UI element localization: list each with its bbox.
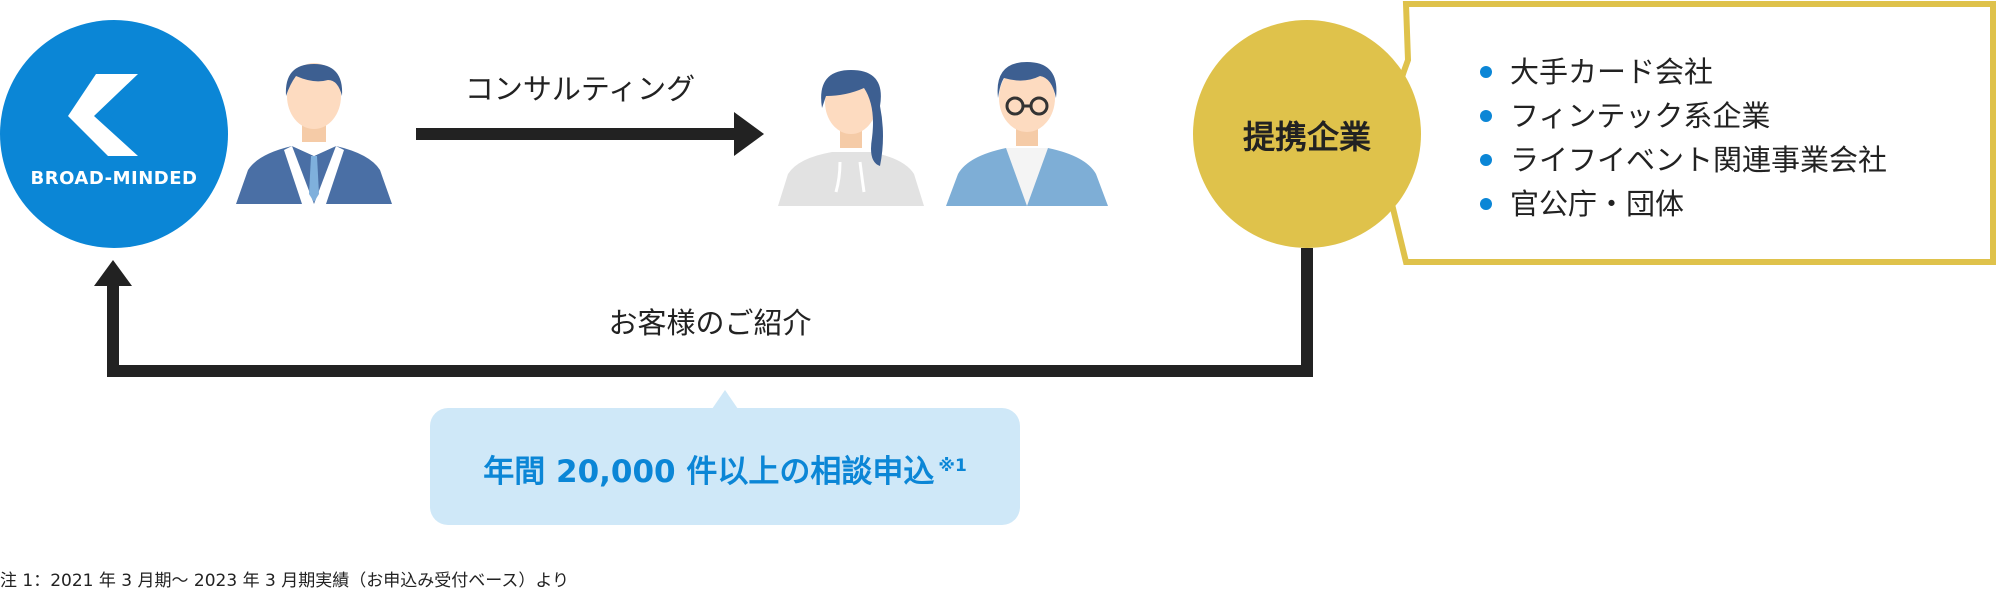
customer-woman-icon [776, 66, 926, 206]
list-item: 大手カード会社 [1478, 50, 1887, 94]
highlight-note: ※1 [938, 456, 966, 476]
bullet-icon [1480, 66, 1492, 78]
list-item: 官公庁・団体 [1478, 182, 1887, 226]
logo-text: BROAD-MINDED [0, 168, 228, 189]
highlight-text: 年間 20,000 件以上の相談申込※1 [430, 446, 1020, 491]
referral-label: お客様のご紹介 [560, 300, 860, 342]
list-item: フィンテック系企業 [1478, 94, 1887, 138]
partner-label: 提携企業 [1193, 112, 1421, 158]
bubble-tail [712, 390, 738, 409]
broad-minded-logo-icon [66, 72, 146, 156]
bullet-icon [1480, 110, 1492, 122]
consulting-label: コンサルティング [440, 66, 720, 108]
list-item: ライフイベント関連事業会社 [1478, 138, 1887, 182]
advisor-person-icon [234, 62, 394, 204]
bullet-icon [1480, 198, 1492, 210]
bullet-icon [1480, 154, 1492, 166]
consulting-arrow [416, 112, 768, 156]
footnote: 注 1：2021 年 3 月期〜 2023 年 3 月期実績（お申込み受付ベース… [0, 566, 569, 591]
customer-man-glasses-icon [944, 60, 1110, 206]
partner-list: 大手カード会社 フィンテック系企業 ライフイベント関連事業会社 官公庁・団体 [1478, 50, 1887, 226]
